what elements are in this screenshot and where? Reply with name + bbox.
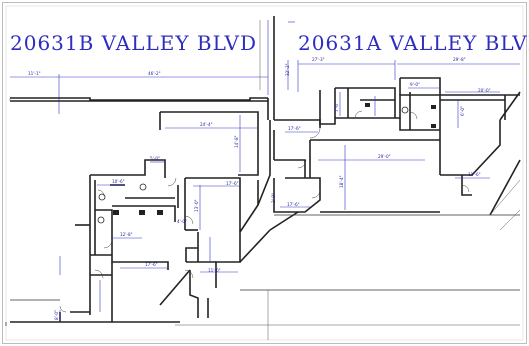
dim-label: 17'-6"	[288, 126, 301, 131]
dim-label: 4'-0"	[177, 219, 187, 224]
dim-label: 8'-0"	[54, 310, 59, 320]
dim-label: 46'-2"	[148, 71, 161, 76]
door-swings	[59, 110, 470, 313]
dim-label: 13'-0"	[194, 199, 199, 212]
top-dimension-lines	[10, 20, 520, 114]
dim-label: 9'-0"	[410, 82, 420, 87]
dim-label: 6'-0"	[460, 106, 465, 116]
dim-label: 11'-1"	[28, 71, 41, 76]
interior-fixture-lines	[5, 20, 521, 340]
unit-a-title: 20631A VALLEY BLVD	[298, 31, 529, 55]
dim-label: 17'-6"	[226, 181, 239, 186]
dim-label: 2'-0"	[271, 193, 276, 203]
dim-label: 29'-0"	[378, 154, 391, 159]
dim-label: 17'-6"	[287, 202, 300, 207]
dim-label: 11'-6"	[468, 172, 481, 177]
plumbing-fixtures	[97, 103, 436, 224]
dim-label: 7'-0"	[334, 102, 339, 112]
walls-unit-a	[239, 77, 521, 263]
dim-label: 12'-8"	[120, 232, 133, 237]
dim-label: 10'-6"	[112, 179, 125, 184]
dim-label: 29'-8"	[453, 57, 466, 62]
dim-label: 5'-0"	[150, 156, 160, 161]
interior-dimension-lines	[59, 87, 500, 322]
dim-label: 27'-3"	[312, 57, 325, 62]
dim-label: 24'-4"	[200, 122, 213, 127]
dim-label: 14'-8"	[234, 135, 239, 148]
dim-label: 18'-4"	[339, 175, 344, 188]
dim-label: 32'-2"	[285, 63, 290, 76]
unit-b-title: 20631B VALLEY BLVD	[10, 31, 257, 55]
drawing-border-inner	[5, 5, 524, 341]
dim-label: 11'-0"	[208, 268, 221, 273]
walls-unit-b	[10, 16, 275, 323]
dim-label: 20'-0"	[478, 88, 491, 93]
dim-label: 17'-6"	[145, 262, 158, 267]
